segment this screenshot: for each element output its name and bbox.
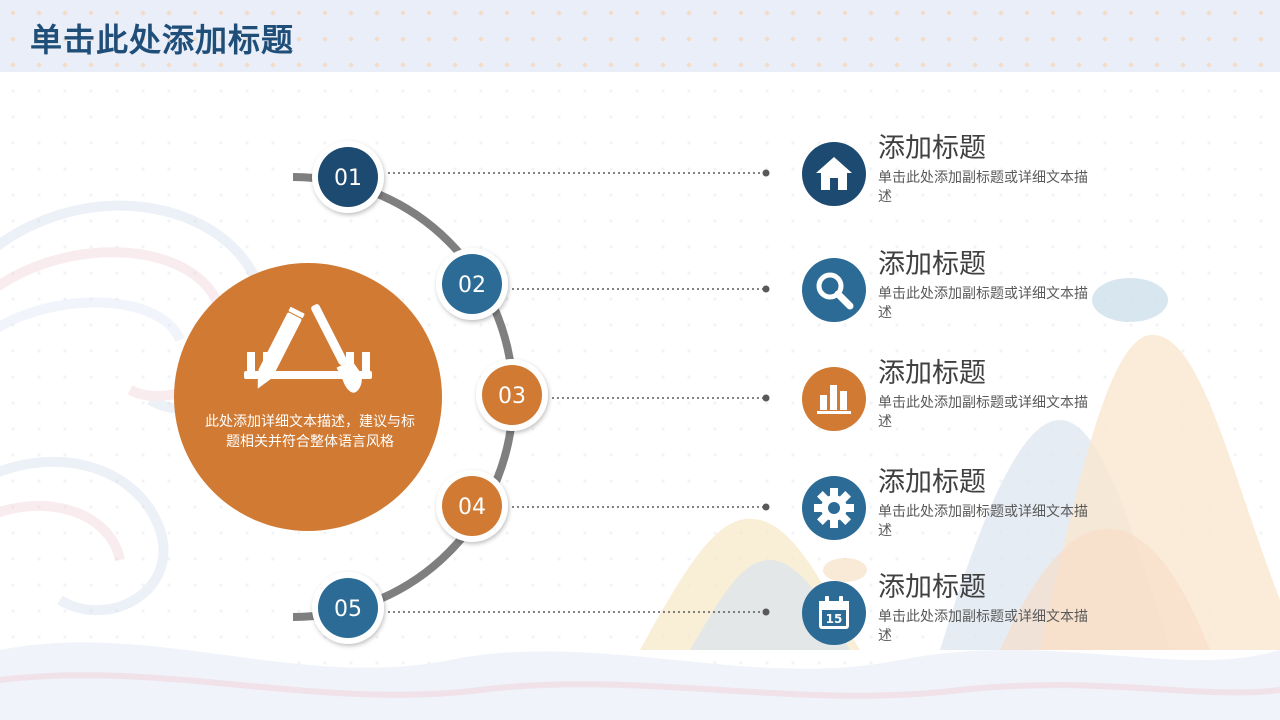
item-title[interactable]: 添加标题: [878, 358, 986, 389]
center-circle: [174, 263, 442, 531]
item-icon-badge[interactable]: [802, 258, 866, 322]
connector-end-dot: [762, 608, 770, 616]
step-node-circle: [442, 476, 502, 536]
connector-end-dot: [762, 169, 770, 177]
step-node-02[interactable]: 02: [436, 248, 508, 320]
item-title[interactable]: 添加标题: [878, 249, 986, 280]
calendar-day-text: 15: [826, 612, 843, 626]
step-number: 01: [334, 166, 362, 191]
connector-end-dot: [762, 503, 770, 511]
page-title[interactable]: 单击此处添加标题: [30, 21, 295, 59]
item-description[interactable]: 单击此处添加副标题或详细文本描述: [878, 170, 1088, 205]
gear-icon: [814, 488, 854, 528]
app-store-pencil-brush-icon: [244, 304, 372, 393]
step-node-05[interactable]: 05: [312, 572, 384, 644]
item-title[interactable]: 添加标题: [878, 572, 986, 603]
connector-end-dot: [762, 285, 770, 293]
item-icon-badge[interactable]: [802, 476, 866, 540]
step-node-01[interactable]: 01: [312, 141, 384, 213]
calendar-icon: 15: [819, 596, 849, 629]
item-icon-circle: [802, 258, 866, 322]
step-number: 02: [458, 273, 486, 298]
item-icon-badge[interactable]: [802, 367, 866, 431]
step-node-circle: [318, 578, 378, 638]
item-title[interactable]: 添加标题: [878, 133, 986, 164]
step-node-circle: [442, 254, 502, 314]
step-node-circle: [318, 147, 378, 207]
step-number: 05: [334, 597, 362, 622]
header-dot-pattern: [0, 0, 1280, 72]
item-title[interactable]: 添加标题: [878, 467, 986, 498]
item-description[interactable]: 单击此处添加副标题或详细文本描述: [878, 609, 1088, 644]
search-icon: [816, 272, 854, 310]
step-number: 04: [458, 495, 486, 520]
step-node-04[interactable]: 04: [436, 470, 508, 542]
step-number: 03: [498, 384, 526, 409]
bar-chart-icon: [817, 385, 851, 414]
connector-end-dot: [762, 394, 770, 402]
step-node-circle: [482, 365, 542, 425]
header-bar: 单击此处添加标题: [0, 0, 1280, 72]
item-description[interactable]: 单击此处添加副标题或详细文本描述: [878, 286, 1088, 321]
step-node-03[interactable]: 03: [476, 359, 548, 431]
center-description[interactable]: 此处添加详细文本描述，建议与标题相关并符合整体语言风格: [205, 414, 415, 450]
item-description[interactable]: 单击此处添加副标题或详细文本描述: [878, 504, 1088, 539]
item-description[interactable]: 单击此处添加副标题或详细文本描述: [878, 395, 1088, 430]
item-icon-badge[interactable]: [802, 142, 866, 206]
home-icon: [816, 157, 852, 190]
item-icon-badge[interactable]: 15: [802, 581, 866, 645]
